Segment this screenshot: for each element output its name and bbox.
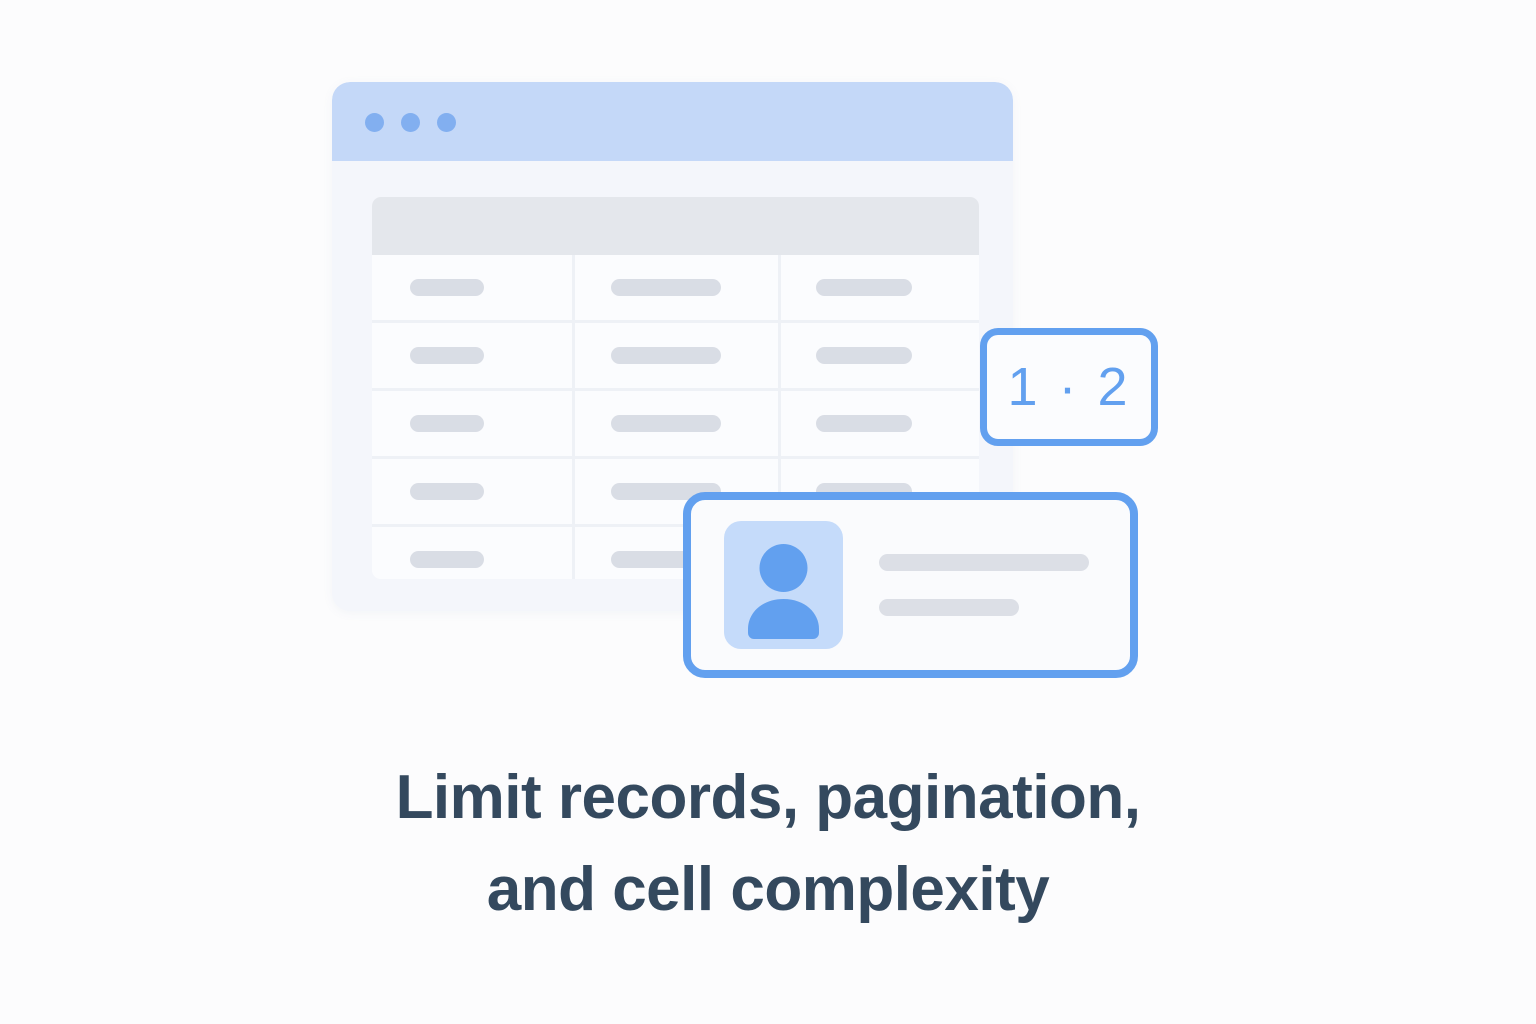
window-traffic-lights <box>365 113 456 132</box>
cell-placeholder <box>816 347 912 364</box>
cell-placeholder <box>410 347 484 364</box>
cell-placeholder <box>611 347 721 364</box>
table-cell <box>572 391 778 456</box>
table-cell <box>572 255 778 320</box>
record-detail-lines <box>879 554 1089 616</box>
window-titlebar <box>332 82 1013 161</box>
table-cell <box>372 459 572 524</box>
record-line-primary <box>879 554 1089 571</box>
window-dot-maximize-icon[interactable] <box>437 113 456 132</box>
table-cell <box>778 323 979 388</box>
table-cell <box>778 255 979 320</box>
record-line-secondary <box>879 599 1019 616</box>
table-cell <box>372 527 572 579</box>
pagination-badge[interactable]: 1 · 2 <box>980 328 1158 446</box>
cell-placeholder <box>410 415 484 432</box>
table-row[interactable] <box>372 255 979 320</box>
cell-placeholder <box>816 415 912 432</box>
table-row[interactable] <box>372 388 979 456</box>
cell-placeholder <box>611 279 721 296</box>
table-header-row <box>372 197 979 255</box>
table-cell <box>372 255 572 320</box>
cell-placeholder <box>611 415 721 432</box>
pagination-label: 1 · 2 <box>1007 357 1131 417</box>
record-detail-card[interactable] <box>683 492 1138 678</box>
cell-placeholder <box>816 279 912 296</box>
table-cell <box>778 391 979 456</box>
table-cell <box>372 391 572 456</box>
window-dot-close-icon[interactable] <box>365 113 384 132</box>
window-dot-minimize-icon[interactable] <box>401 113 420 132</box>
person-avatar-icon <box>724 521 843 649</box>
cell-placeholder <box>410 279 484 296</box>
table-row[interactable] <box>372 320 979 388</box>
cell-placeholder <box>410 551 484 568</box>
table-cell <box>372 323 572 388</box>
table-body <box>372 255 979 579</box>
caption-line-1: Limit records, pagination, <box>395 763 1141 832</box>
caption-line-2: and cell complexity <box>486 854 1050 924</box>
table-cell <box>572 323 778 388</box>
page-title: Limit records, pagination, and cell comp… <box>0 752 1536 936</box>
cell-placeholder <box>410 483 484 500</box>
